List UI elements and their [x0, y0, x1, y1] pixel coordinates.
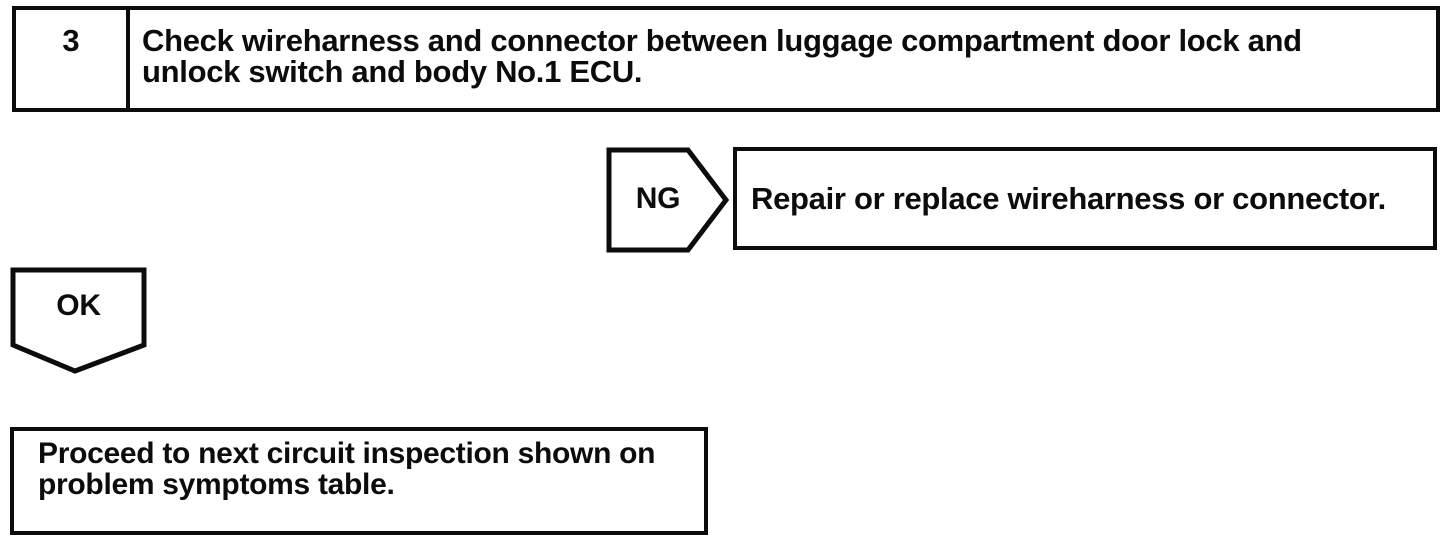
- ng-action-text: Repair or replace wireharness or connect…: [751, 181, 1386, 216]
- ng-label: NG: [635, 182, 681, 215]
- step-number: 3: [16, 10, 130, 108]
- ok-action-box: Proceed to next circuit inspection shown…: [10, 427, 708, 535]
- ok-label: OK: [56, 289, 101, 322]
- ng-connector: NG: [606, 147, 730, 253]
- step-instruction: Check wireharness and connector between …: [142, 23, 1302, 89]
- ng-pentagon-icon: [606, 147, 730, 253]
- step-box: 3 Check wireharness and connector betwee…: [12, 6, 1440, 112]
- ng-action-box: Repair or replace wireharness or connect…: [733, 147, 1437, 250]
- ok-pentagon-icon: [10, 267, 147, 374]
- ok-connector: OK: [10, 267, 150, 376]
